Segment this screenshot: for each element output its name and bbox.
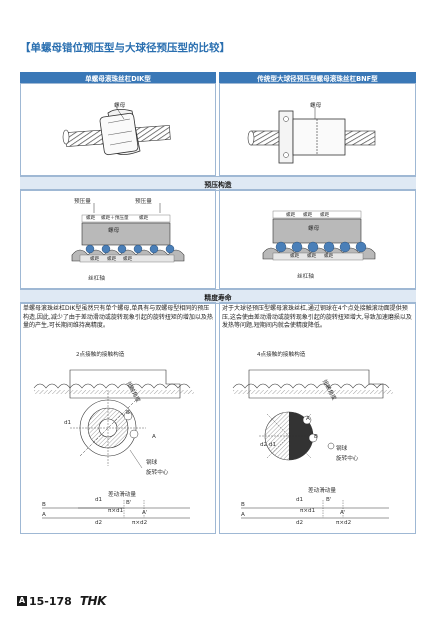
preload-right-pitch-1: 螺距 [286,213,296,218]
preload-left-nut: 螺母 [108,228,120,234]
right-x-pid2: π×d2 [336,520,352,526]
right-d1d2: d2 d1 [260,442,276,448]
right-diff-title: 差动滑动量 [308,488,336,494]
right-rotation-center: 旋转中心 [336,456,359,462]
preload-left-bpitch-1: 螺距 [90,257,100,262]
left-ball: 钢球 [146,460,158,466]
single-nut-illustration [62,106,171,156]
preload-left-pitch-2: 螺距 [139,216,149,221]
left-contact-title: 2点接触的接触构造 [76,352,125,358]
preload-right-bpitch-2: 螺距 [307,254,317,259]
left-d1: d1 [64,420,72,426]
top-right-frame [219,83,416,176]
preload-section-bar: 预压构造 [20,176,416,191]
top-left-nut-label: 螺母 [114,103,126,109]
preload-left-bpitch-2: 螺距 [107,257,117,262]
right-x-a: A [241,512,245,518]
right-x-bp: B' [326,497,332,503]
right-x-d2: d2 [296,520,304,526]
preload-right-frame [219,189,416,289]
preload-left-bpitch-3: 螺距 [123,257,133,262]
flange-nut-illustration [247,107,376,164]
thk-logo: THK [79,594,107,608]
left-x-a: A [42,512,46,518]
left-x-b: B [42,502,46,508]
left-x-pid2: π×d2 [132,520,148,526]
left-x-pid1: π×d1 [108,508,124,514]
left-diff-title: 差动滑动量 [108,492,136,498]
left-rotation-center: 旋转中心 [146,470,169,476]
life-left-description: 单螺母滚珠丝杠DIK型虽然只有单个螺母,单具有与双螺母型相同的预压构造,因此,减… [23,305,213,330]
preload-left-diagram [71,203,185,263]
right-ball: 钢球 [336,446,348,452]
left-label-a: A [152,434,156,440]
page-mark-icon: A [17,596,27,606]
preload-right-nut: 螺母 [308,226,320,232]
top-left-frame [20,83,216,176]
right-contact-diagram [232,369,393,519]
life-right-description: 对于大球径预压型螺母滚珠丝杠,通过钢球在4个点处接触滚动面提供预压,这会使由差动… [222,305,412,330]
right-x-pid1: π×d1 [300,508,316,514]
right-column-header: 传统型大球径预压型螺母滚珠丝杠BNF型 [219,72,416,83]
left-x-d1: d1 [95,497,103,503]
right-x-b: B [241,502,245,508]
preload-left-frame [20,189,216,289]
preload-left-pitch-mid: 螺距＋预压量 [101,216,129,221]
preload-left-amount-1: 预压量 [74,199,91,205]
page-number: 15-178 [29,594,72,608]
left-x-d2: d2 [95,520,103,526]
left-label-b: B [126,410,130,416]
page-title: 【单螺母错位预压型与大球径预压型的比较】 [20,42,230,54]
preload-right-diagram [262,210,376,261]
left-contact-diagram [33,369,194,519]
preload-right-pitch-2: 螺距 [303,213,313,218]
life-left-frame [20,302,216,534]
preload-left-amount-2: 预压量 [135,199,152,205]
right-label-b: B [314,434,318,440]
life-right-frame [219,302,416,534]
preload-left-shaft: 丝杠轴 [88,276,105,282]
life-section-bar: 精度寿命 [20,289,416,304]
left-column-header: 单螺母滚珠丝杠DIK型 [20,72,216,83]
right-label-a: A [306,416,310,422]
preload-right-bpitch-3: 螺距 [324,254,334,259]
preload-right-pitch-3: 螺距 [320,213,330,218]
right-x-ap: A' [340,510,346,516]
right-contact-title: 4点接触的接触构造 [257,352,306,358]
left-x-ap: A' [142,510,148,516]
right-x-d1: d1 [296,497,304,503]
preload-right-shaft: 丝杠轴 [297,274,314,280]
left-x-bp: B' [126,500,132,506]
top-right-nut-label: 螺母 [310,103,322,109]
preload-left-pitch-1: 螺距 [86,216,96,221]
preload-right-bpitch-1: 螺距 [290,254,300,259]
footer-page-number: A 15-178 THK [17,594,106,608]
